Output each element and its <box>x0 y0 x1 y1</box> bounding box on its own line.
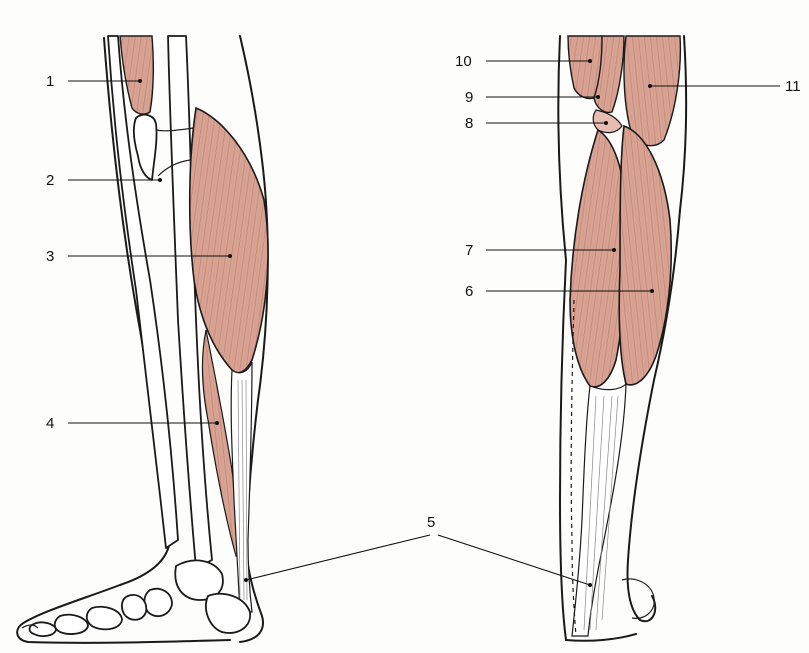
lateral-leg-view <box>17 36 268 643</box>
label-11: 11 <box>785 78 801 95</box>
label-6: 6 <box>465 283 473 300</box>
posterior-leg-view <box>558 36 686 641</box>
muscle-3-lateral <box>190 108 268 373</box>
label-9: 9 <box>465 89 473 106</box>
muscle-11-posterior <box>624 36 680 146</box>
label-5: 5 <box>427 514 435 531</box>
lateral-knee-cap <box>134 115 157 180</box>
lateral-foot-bones <box>22 560 250 636</box>
muscle-1-lateral <box>120 36 153 114</box>
muscle-6-posterior <box>619 126 671 385</box>
muscle-7-posterior <box>570 130 627 387</box>
label-1: 1 <box>46 73 54 90</box>
label-2: 2 <box>46 172 54 189</box>
posterior-achilles-tendon <box>572 384 626 636</box>
label-7: 7 <box>465 242 473 259</box>
label-10: 10 <box>455 53 472 70</box>
posterior-medial-outline <box>558 36 566 640</box>
label-8: 8 <box>465 115 473 132</box>
label-4: 4 <box>46 415 54 432</box>
label-3: 3 <box>46 248 54 265</box>
lateral-achilles-tendon <box>231 362 252 612</box>
